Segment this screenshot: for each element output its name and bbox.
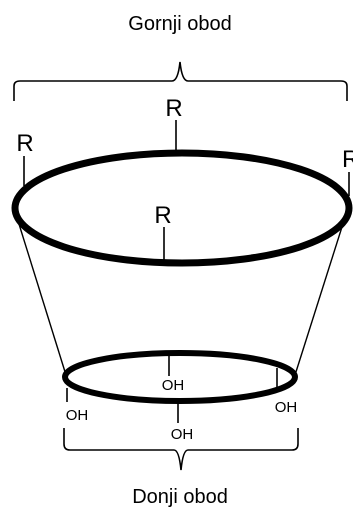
r-label-center: R xyxy=(154,202,171,229)
r-label-left: R xyxy=(16,130,33,157)
r-label-top: R xyxy=(165,95,182,122)
oh-label-bottom: OH xyxy=(171,426,194,443)
r-label-right: R xyxy=(342,146,353,173)
upper-rim-brace xyxy=(13,61,348,101)
cone-left-side xyxy=(13,207,67,376)
lower-rim-label: Donji obod xyxy=(132,486,228,508)
oh-label-inner: OH xyxy=(162,377,185,394)
upper-rim-label: Gornji obod xyxy=(128,13,231,35)
lower-rim-ellipse xyxy=(62,350,298,404)
cone-right-side xyxy=(294,207,349,376)
upper-rim-ellipse xyxy=(11,149,353,267)
oh-label-left: OH xyxy=(66,407,89,424)
oh-label-right: OH xyxy=(275,399,298,416)
lower-rim-brace xyxy=(63,428,299,471)
